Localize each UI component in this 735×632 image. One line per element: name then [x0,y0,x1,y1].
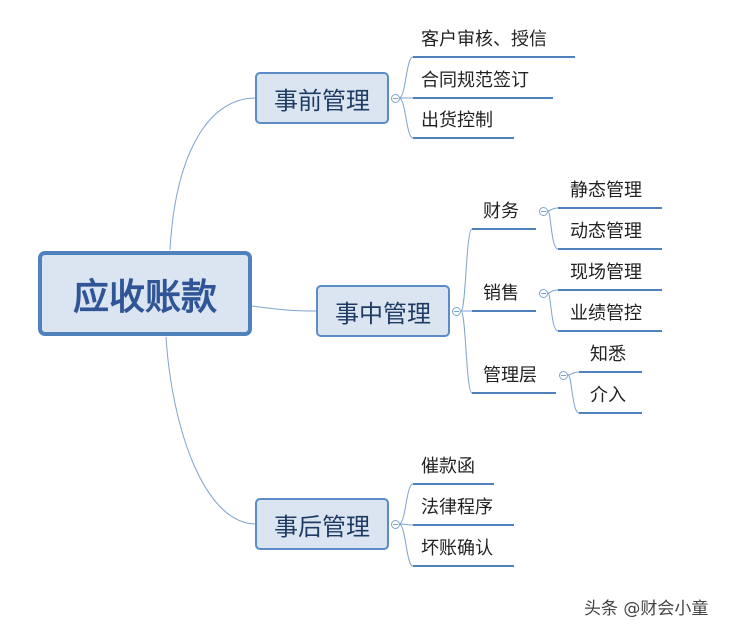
leaf-label[interactable]: 知悉 [590,344,626,365]
branch-node-during[interactable]: 事中管理 [316,285,450,337]
leaf-label[interactable]: 合同规范签订 [421,70,529,91]
sub-branch-label[interactable]: 管理层 [483,365,537,386]
leaf-label[interactable]: 动态管理 [570,221,642,242]
branch-node-after[interactable]: 事后管理 [255,498,389,550]
sub-branch-label[interactable]: 财务 [483,201,519,222]
leaf-label[interactable]: 法律程序 [421,497,493,518]
leaf-label[interactable]: 出货控制 [421,110,493,131]
leaf-label[interactable]: 静态管理 [570,180,642,201]
root-node[interactable]: 应收账款 [38,251,252,336]
collapse-minus-icon[interactable] [559,371,568,380]
leaf-label[interactable]: 催款函 [421,456,475,477]
collapse-minus-icon[interactable] [539,289,548,298]
leaf-label[interactable]: 现场管理 [570,262,642,283]
leaf-label[interactable]: 客户审核、授信 [421,29,547,50]
watermark-text: 头条 @财会小童 [584,599,709,619]
collapse-minus-icon[interactable] [452,307,461,316]
collapse-minus-icon[interactable] [539,207,548,216]
leaf-label[interactable]: 介入 [590,385,626,406]
leaf-label[interactable]: 业绩管控 [570,303,642,324]
sub-branch-label[interactable]: 销售 [483,283,519,304]
leaf-label[interactable]: 坏账确认 [421,538,493,559]
collapse-minus-icon[interactable] [391,520,400,529]
collapse-minus-icon[interactable] [391,94,400,103]
branch-node-before[interactable]: 事前管理 [255,72,389,124]
